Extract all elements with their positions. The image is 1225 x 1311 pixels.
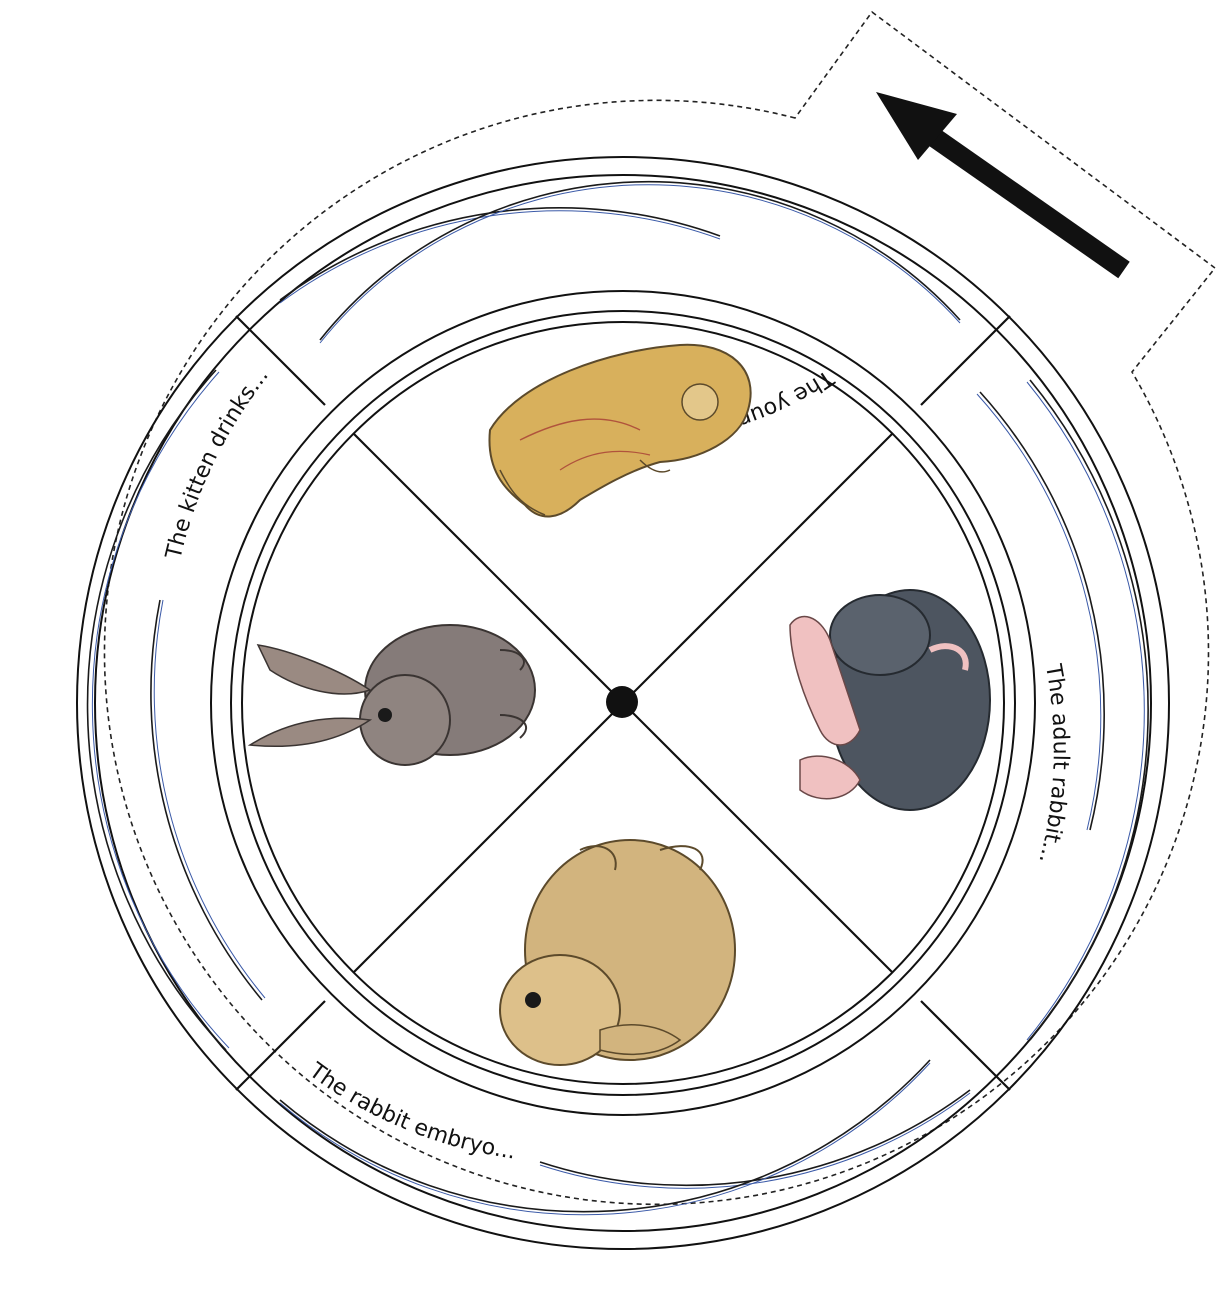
adult-rabbit-illustration <box>250 625 535 765</box>
rabbit-embryo-illustration <box>489 345 750 517</box>
prompt-left: The kitten drinks... <box>161 363 273 562</box>
newborn-kitten-illustration <box>790 590 990 810</box>
prompt-bottom: The rabbit embryo... <box>304 1058 517 1165</box>
center-pin <box>606 686 638 718</box>
band-divider <box>921 316 1010 405</box>
young-rabbit-illustration <box>500 840 735 1065</box>
band-divider <box>921 1001 1010 1090</box>
prompt-right: The adult rabbit... <box>1033 661 1072 866</box>
arrow-icon <box>876 92 1124 270</box>
